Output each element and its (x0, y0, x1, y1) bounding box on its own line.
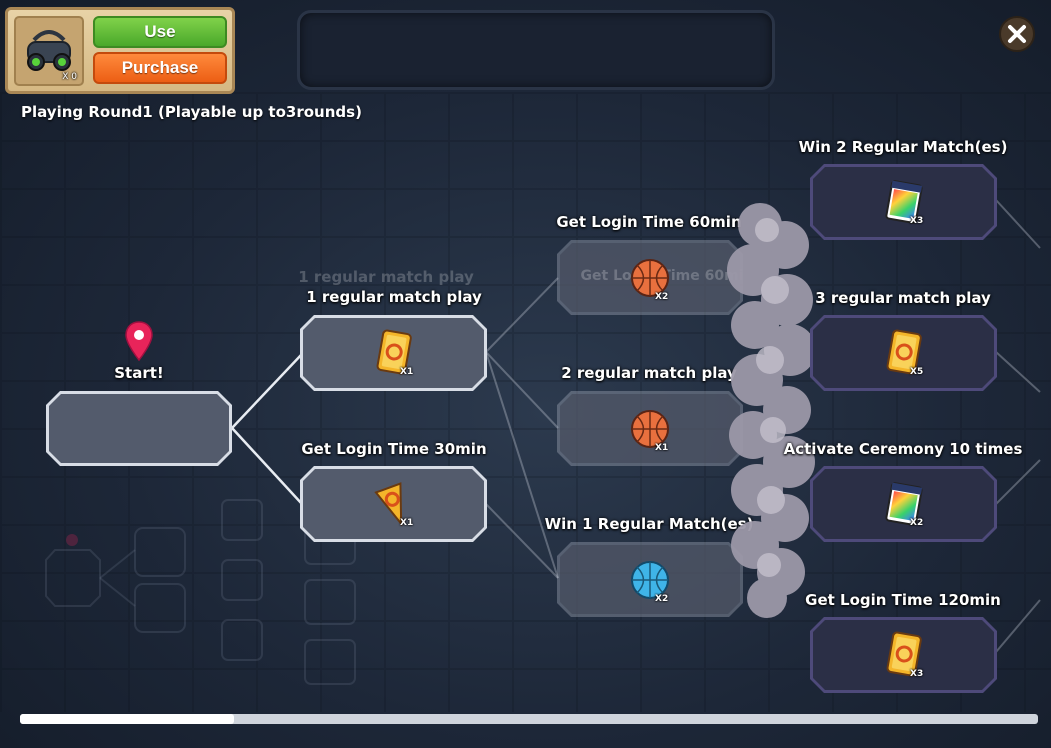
node-label: Get Login Time 30min (301, 440, 487, 458)
reward-node-4[interactable]: X1 (557, 391, 743, 466)
binoculars-icon (27, 30, 71, 71)
reward-node-6[interactable]: X3 (810, 164, 997, 240)
node-label: Win 2 Regular Match(es) (798, 138, 1008, 156)
ghost-label: 1 regular match play (298, 268, 474, 286)
reward-quantity: X2 (910, 518, 924, 528)
location-pin-icon (125, 321, 153, 362)
reward-quantity: X1 (655, 443, 669, 453)
rainbow-card-icon (877, 175, 931, 229)
reward-quantity: X1 (400, 518, 414, 528)
reward-node-1[interactable]: X1 (300, 315, 487, 391)
card-icon (367, 326, 421, 380)
item-slot: X 0 (14, 16, 84, 86)
scroll-track[interactable] (20, 714, 1038, 724)
reward-node-2[interactable]: X1 (300, 466, 487, 542)
use-button[interactable]: Use (93, 16, 227, 48)
start-label: Start! (114, 364, 164, 382)
reward-quantity: X5 (910, 367, 924, 377)
close-icon (1008, 25, 1026, 43)
blue-ball-icon (623, 553, 677, 607)
reward-quantity: X2 (655, 292, 669, 302)
node-label: Get Login Time 120min (805, 591, 1001, 609)
item-panel: X 0 Use Purchase (5, 7, 235, 94)
reward-quantity: X3 (910, 669, 924, 679)
card-icon (877, 326, 931, 380)
reward-node-5[interactable]: X2 (557, 542, 743, 617)
node-label: Win 1 Regular Match(es) (544, 515, 754, 533)
orange-ball-icon (623, 251, 677, 305)
reward-quantity: X1 (400, 367, 414, 377)
node-label: 1 regular match play (306, 288, 482, 306)
reward-quantity: X3 (910, 216, 924, 226)
reward-node-3[interactable]: Get Login Time 60min X2 (557, 240, 743, 315)
title-banner (297, 10, 775, 90)
close-button[interactable] (999, 16, 1035, 52)
reward-node-7[interactable]: X5 (810, 315, 997, 391)
purchase-button[interactable]: Purchase (93, 52, 227, 84)
node-label: Activate Ceremony 10 times (783, 440, 1023, 458)
scroll-thumb[interactable] (20, 714, 234, 724)
rainbow-card-icon (877, 477, 931, 531)
node-label: 3 regular match play (815, 289, 991, 307)
node-label: 2 regular match play (561, 364, 737, 382)
orange-ball-icon (623, 402, 677, 456)
round-info: Playing Round1 (Playable up to3rounds) (21, 103, 362, 121)
node-label: Get Login Time 60min (556, 213, 742, 231)
item-count: X 0 (62, 72, 77, 82)
reward-quantity: X2 (655, 594, 669, 604)
smoke-cloud (727, 203, 816, 618)
reward-node-9[interactable]: X3 (810, 617, 997, 693)
card-icon (877, 628, 931, 682)
start-node (46, 391, 232, 466)
reward-node-8[interactable]: X2 (810, 466, 997, 542)
ticket-icon (367, 477, 421, 531)
